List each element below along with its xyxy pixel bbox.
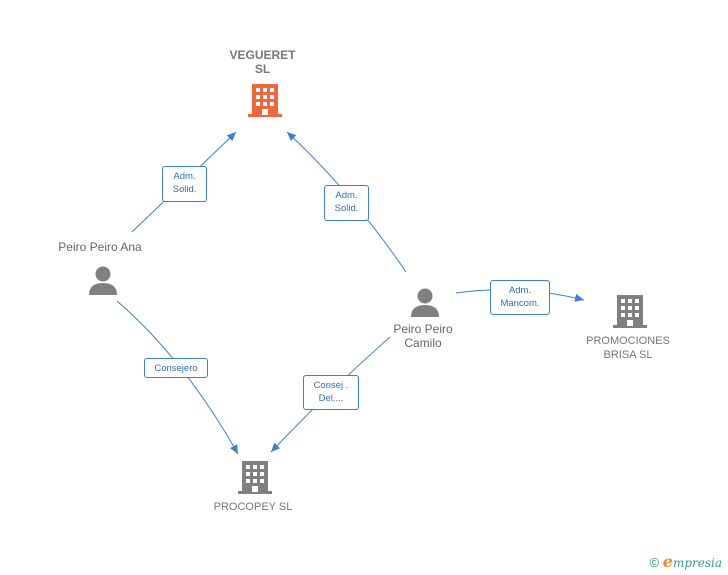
footer-brand[interactable]: © empresia	[650, 552, 722, 571]
person-icon-ana	[89, 266, 117, 295]
edge-label-camilo-promociones[interactable]: Adm. Mancom.	[490, 280, 550, 315]
company-name-line2: BRISA SL	[603, 349, 653, 361]
role-line2: Del....	[318, 393, 344, 404]
role-line2: Solid.	[334, 203, 359, 214]
company-name-line1: PROCOPEY SL	[213, 501, 293, 513]
role-line1: Consejero	[154, 363, 198, 374]
role-line1: Adm.	[173, 171, 196, 182]
role-line1: Adm.	[335, 190, 358, 201]
brand-initial: e	[662, 552, 673, 571]
person-label-camilo[interactable]: Peiro Peiro Camilo	[370, 322, 476, 350]
edge-label-ana-procopey[interactable]: Consejero	[144, 358, 208, 378]
company-label-vegueret[interactable]: VEGUERET SL	[215, 48, 310, 76]
building-icon-procopey	[238, 461, 272, 494]
role-line1: Adm.	[508, 285, 532, 296]
person-name: Peiro Peiro Ana	[58, 240, 142, 254]
edge-label-camilo-procopey[interactable]: Consej . Del....	[303, 375, 359, 410]
edge-label-ana-vegueret[interactable]: Adm. Solid.	[162, 166, 207, 202]
building-icon-promociones	[613, 295, 647, 328]
company-name-line2: SL	[254, 62, 271, 76]
company-label-procopey[interactable]: PROCOPEY SL	[195, 500, 311, 514]
copyright-icon: ©	[649, 555, 660, 570]
person-name-line2: Camilo	[404, 336, 442, 350]
company-label-promociones[interactable]: PROMOCIONES BRISA SL	[572, 334, 684, 362]
person-icon-camilo	[411, 288, 439, 317]
role-line1: Consej .	[313, 380, 349, 391]
role-line2: Mancom.	[500, 298, 540, 309]
person-label-ana[interactable]: Peiro Peiro Ana	[40, 240, 160, 254]
company-name-line1: PROMOCIONES	[586, 335, 670, 347]
edge-label-camilo-vegueret[interactable]: Adm. Solid.	[324, 185, 369, 221]
empresia-logo: empresia	[663, 552, 722, 571]
building-icon-vegueret	[248, 84, 282, 117]
brand-rest: mpresia	[672, 556, 722, 570]
company-name-line1: VEGUERET	[229, 48, 296, 62]
person-name-line1: Peiro Peiro	[393, 322, 453, 336]
role-line2: Solid.	[172, 184, 197, 195]
